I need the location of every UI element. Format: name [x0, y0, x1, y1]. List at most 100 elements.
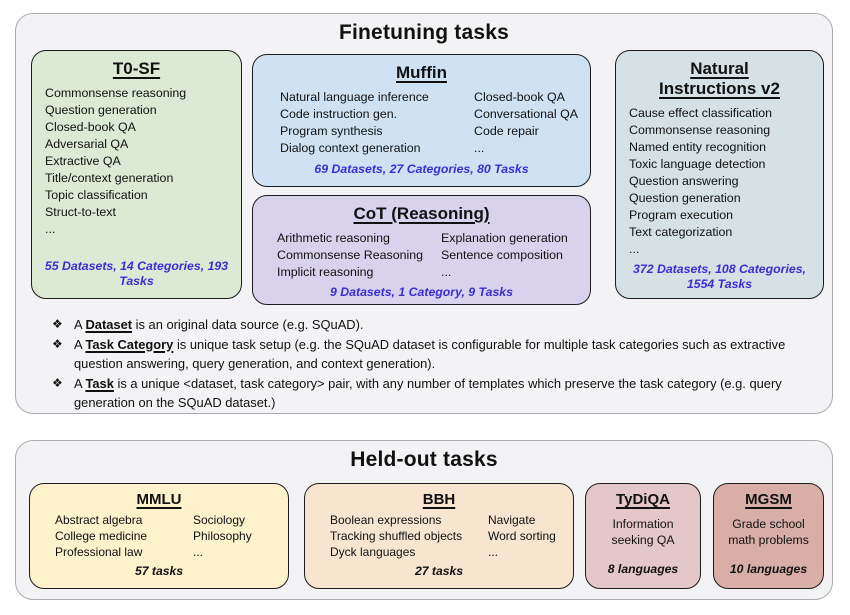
t0sf-stats: 55 Datasets, 14 Categories, 193 Tasks: [44, 259, 229, 288]
definition-term: Task: [85, 375, 114, 391]
definition-prefix: A: [74, 375, 86, 391]
mgsm-title: MGSM: [745, 491, 792, 508]
task-item: ...: [474, 141, 485, 155]
definition-rest: is an original data source (e.g. SQuAD).: [132, 317, 364, 332]
task-item: Philosophy: [193, 529, 252, 543]
heldout-section-title: Held-out tasks: [350, 448, 498, 471]
task-item: Cause effect classification: [629, 106, 773, 120]
muffin-stats: 69 Datasets, 27 Categories, 80 Tasks: [314, 162, 529, 176]
natural-instructions-v2-box: Natural Instructions v2 Cause effect cla…: [615, 50, 824, 299]
task-item: Title/context generation: [45, 171, 174, 185]
task-item: Program synthesis: [280, 124, 383, 138]
task-item: Professional law: [55, 545, 143, 559]
task-item: ...: [193, 545, 204, 559]
task-item: ...: [488, 545, 499, 559]
task-item: Explanation generation: [441, 231, 568, 245]
task-item: College medicine: [55, 529, 148, 543]
definition-task-category: ❖ A Task Category is unique task setup (…: [40, 335, 832, 374]
muffin-task-list-right: Closed-book QA Conversational QA Code repa…: [461, 89, 578, 157]
niv2-title: Natural Instructions v2: [659, 59, 780, 98]
task-item: Question generation: [45, 103, 157, 117]
task-item: Commonsense reasoning: [629, 123, 771, 137]
definition-prefix: A: [74, 317, 86, 332]
bbh-stats: 27 tasks: [414, 564, 464, 578]
niv2-stats: 372 Datasets, 108 Categories, 1554 Tasks: [633, 262, 806, 291]
task-item: Extractive QA: [45, 154, 121, 168]
task-item: Topic classification: [45, 188, 148, 202]
task-item: ...: [441, 265, 452, 279]
task-item: Text categorization: [629, 225, 733, 239]
muffin-title: Muffin: [396, 63, 447, 82]
mmlu-title: MMLU: [136, 491, 182, 508]
task-item: Struct-to-text: [45, 205, 116, 219]
mgsm-box: MGSM Grade school math problems 10 langu…: [713, 483, 824, 589]
task-item: Dialog context generation: [280, 141, 421, 155]
task-item: Implicit reasoning: [277, 265, 374, 279]
mgsm-stats: 10 languages: [729, 562, 808, 576]
definition-prefix: A: [74, 336, 86, 352]
task-item: Tracking shuffled objects: [330, 529, 463, 543]
task-item: ...: [629, 242, 640, 256]
tydiqa-title: TyDiQA: [616, 491, 670, 508]
cot-stats: 9 Datasets, 1 Category, 9 Tasks: [330, 285, 513, 299]
task-item: Code instruction gen.: [280, 107, 398, 121]
task-item: Arithmetic reasoning: [277, 231, 390, 245]
t0sf-title: T0-SF: [112, 59, 161, 78]
task-item: Question answering: [629, 174, 739, 188]
task-item: Code repair: [474, 124, 539, 138]
task-item: Program execution: [629, 208, 733, 222]
diamond-bullet-icon: ❖: [52, 317, 63, 331]
finetuning-section-title: Finetuning tasks: [338, 21, 510, 44]
definitions-list: ❖ A Dataset is an original data source (…: [40, 315, 832, 413]
task-item: Abstract algebra: [55, 513, 143, 527]
definition-task-category-text: A Task Category is unique task setup (e.…: [74, 335, 832, 374]
task-item: Closed-book QA: [45, 120, 136, 134]
task-item: Navigate: [488, 513, 536, 527]
definition-dataset-text: A Dataset is an original data source (e.…: [74, 315, 832, 335]
tydiqa-box: TyDiQA Information seeking QA 8 language…: [585, 483, 701, 589]
definition-rest: is a unique <dataset, task category> pai…: [74, 375, 782, 411]
task-item: Sentence composition: [441, 248, 563, 262]
task-item: Dyck languages: [330, 545, 416, 559]
bbh-title: BBH: [422, 491, 456, 508]
mmlu-stats: 57 tasks: [134, 564, 184, 578]
task-item: Conversational QA: [474, 107, 578, 121]
task-item: Adversarial QA: [45, 137, 129, 151]
task-item: Question generation: [629, 191, 741, 205]
tydiqa-description: Information seeking QA: [611, 517, 675, 547]
task-item: Named entity recognition: [629, 140, 767, 154]
tydiqa-stats: 8 languages: [607, 562, 679, 576]
definition-term: Task Category: [85, 336, 174, 352]
definition-rest: is unique task setup (e.g. the SQuAD dat…: [74, 336, 786, 372]
definition-term: Dataset: [85, 317, 133, 332]
task-item: Sociology: [193, 513, 246, 527]
task-item: Closed-book QA: [474, 90, 565, 104]
task-item: ...: [45, 222, 56, 236]
task-item: Commonsense Reasoning: [277, 248, 424, 262]
task-item: Word sorting: [488, 529, 556, 543]
definition-dataset: ❖ A Dataset is an original data source (…: [40, 315, 832, 335]
diamond-bullet-icon: ❖: [52, 375, 63, 390]
mgsm-description: Grade school math problems: [728, 517, 809, 547]
cot-title: CoT (Reasoning): [353, 204, 490, 223]
task-item: Boolean expressions: [330, 513, 442, 527]
diamond-bullet-icon: ❖: [52, 336, 63, 351]
